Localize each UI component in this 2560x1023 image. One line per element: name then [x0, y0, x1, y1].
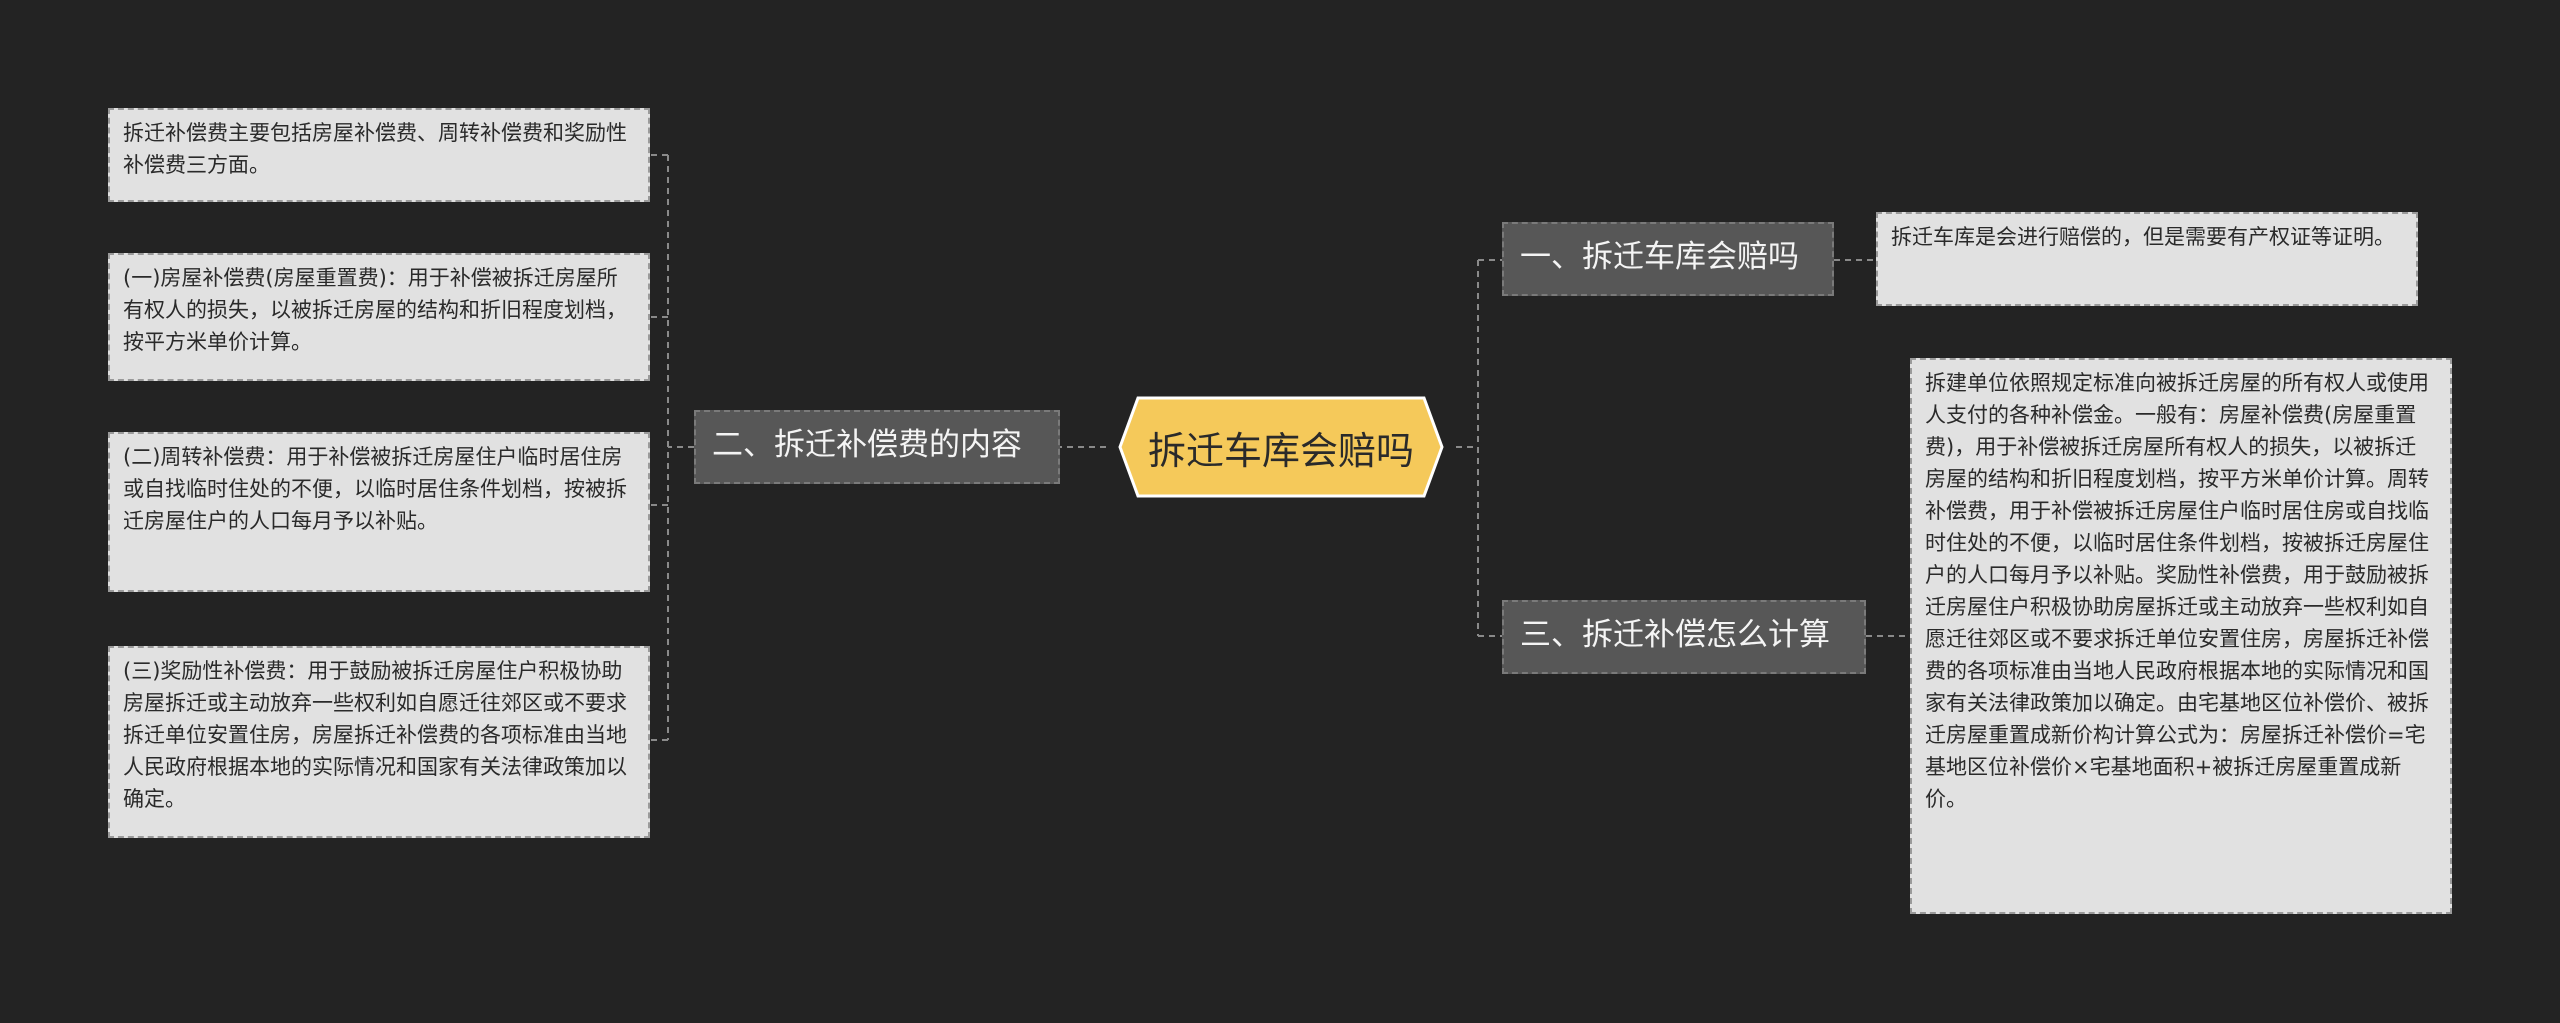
- leaf-compensation-overview[interactable]: 拆迁补偿费主要包括房屋补偿费、周转补偿费和奖励性补偿费三方面。: [108, 108, 650, 202]
- leaf-housing-compensation[interactable]: (一)房屋补偿费(房屋重置费)：用于补偿被拆迁房屋所有权人的损失，以被拆迁房屋的…: [108, 253, 650, 381]
- leaf-text: 拆迁车库是会进行赔偿的，但是需要有产权证等证明。: [1891, 225, 2395, 249]
- branch-label: 二、拆迁补偿费的内容: [712, 427, 1022, 463]
- branch-garage-compensation[interactable]: 一、拆迁车库会赔吗: [1502, 222, 1834, 296]
- leaf-text: 拆建单位依照规定标准向被拆迁房屋的所有权人或使用人支付的各种补偿金。一般有：房屋…: [1925, 371, 2429, 811]
- leaf-garage-answer[interactable]: 拆迁车库是会进行赔偿的，但是需要有产权证等证明。: [1876, 212, 2418, 306]
- leaf-incentive-compensation[interactable]: (三)奖励性补偿费：用于鼓励被拆迁房屋住户积极协助房屋拆迁或主动放弃一些权利如自…: [108, 646, 650, 838]
- leaf-text: (三)奖励性补偿费：用于鼓励被拆迁房屋住户积极协助房屋拆迁或主动放弃一些权利如自…: [123, 659, 627, 811]
- branch-label: 一、拆迁车库会赔吗: [1520, 239, 1799, 275]
- root-node[interactable]: 拆迁车库会赔吗: [1106, 395, 1456, 499]
- branch-compensation-content[interactable]: 二、拆迁补偿费的内容: [694, 410, 1060, 484]
- root-label: 拆迁车库会赔吗: [1147, 428, 1414, 473]
- leaf-text: (二)周转补偿费：用于补偿被拆迁房屋住户临时居住房或自找临时住处的不便，以临时居…: [123, 445, 627, 533]
- leaf-turnover-compensation[interactable]: (二)周转补偿费：用于补偿被拆迁房屋住户临时居住房或自找临时住处的不便，以临时居…: [108, 432, 650, 592]
- leaf-calculation-detail[interactable]: 拆建单位依照规定标准向被拆迁房屋的所有权人或使用人支付的各种补偿金。一般有：房屋…: [1910, 358, 2452, 914]
- connector-left-branch: [667, 155, 694, 740]
- branch-label: 三、拆迁补偿怎么计算: [1520, 617, 1830, 653]
- connector-root-right: [1456, 260, 1479, 636]
- branch-compensation-calculation[interactable]: 三、拆迁补偿怎么计算: [1502, 600, 1866, 674]
- leaf-text: (一)房屋补偿费(房屋重置费)：用于补偿被拆迁房屋所有权人的损失，以被拆迁房屋的…: [123, 266, 627, 354]
- root-hexagon-shape: [1118, 396, 1444, 498]
- leaf-text: 拆迁补偿费主要包括房屋补偿费、周转补偿费和奖励性补偿费三方面。: [123, 121, 627, 177]
